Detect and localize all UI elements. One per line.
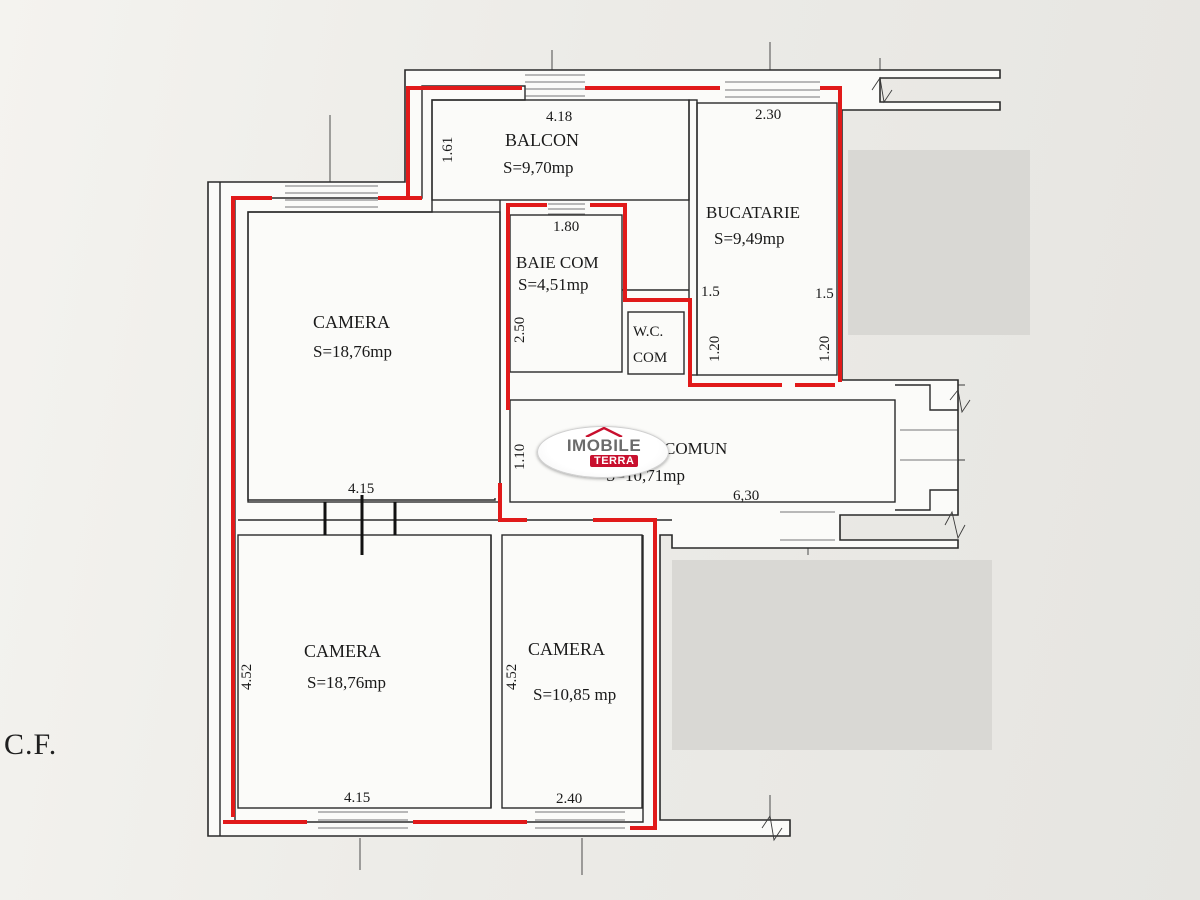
dim-room2-depth: 4.52 <box>239 664 255 690</box>
room-name-camera1: CAMERA <box>313 312 390 332</box>
grey-block-lower <box>672 560 992 750</box>
logo-text-bottom: TERRA <box>590 455 639 467</box>
dim-kitchen-left: 1.5 <box>701 284 720 300</box>
imobile-terra-logo: IMOBILE TERRA <box>537 426 669 478</box>
room-name-bucatarie: BUCATARIE <box>706 203 800 222</box>
room-name-camera2: CAMERA <box>304 641 381 661</box>
dim-balcon-width: 4.18 <box>546 109 572 125</box>
room-area-baie: S=4,51mp <box>518 275 589 294</box>
dim-kitchen-door-left: 1.20 <box>707 336 723 362</box>
room-name-balcon: BALCON <box>505 130 579 150</box>
window-hatches <box>285 74 958 829</box>
dim-room2-width: 4.15 <box>344 790 370 806</box>
dim-balcon-depth: 1.61 <box>440 137 456 163</box>
house-roof-icon <box>585 427 623 437</box>
dim-hall-length: 6,30 <box>733 488 759 504</box>
dim-kitchen-door-right: 1.20 <box>817 336 833 362</box>
room-name-camera3: CAMERA <box>528 639 605 659</box>
room-name-baie: BAIE COM <box>516 253 599 272</box>
room-area-balcon: S=9,70mp <box>503 158 574 177</box>
red-markings <box>223 86 842 830</box>
room-area-camera3: S=10,85 mp <box>533 685 616 704</box>
door-marks <box>323 495 397 555</box>
dim-bath-width: 1.80 <box>553 219 579 235</box>
room-area-camera1: S=18,76mp <box>313 342 392 361</box>
room-name2-wc: COM <box>633 350 667 366</box>
dim-kitchen-right: 1.5 <box>815 286 834 302</box>
room-labels: BALCON S=9,70mp BUCATARIE S=9,49mp BAIE … <box>304 130 800 704</box>
grey-block-upper <box>848 150 1030 335</box>
room-name-hol: COMUN <box>664 439 727 458</box>
dim-hall-door: 1.10 <box>512 444 528 470</box>
dimension-labels: 4.18 2.30 1.61 1.80 1.5 1.5 2.50 1.20 1.… <box>239 107 834 807</box>
dim-bath-height: 2.50 <box>512 317 528 343</box>
dim-kitchen-width: 2.30 <box>755 107 781 123</box>
room-area-camera2: S=18,76mp <box>307 673 386 692</box>
cf-side-label: C.F. <box>4 728 58 761</box>
break-marks <box>761 76 971 842</box>
dim-room3-depth: 4.52 <box>504 664 520 690</box>
dim-room1-width: 4.15 <box>348 481 374 497</box>
room-name-wc: W.C. <box>633 324 663 340</box>
logo-text-top: IMOBILE <box>566 436 642 455</box>
dim-room3-width: 2.40 <box>556 791 582 807</box>
room-area-bucatarie: S=9,49mp <box>714 229 785 248</box>
